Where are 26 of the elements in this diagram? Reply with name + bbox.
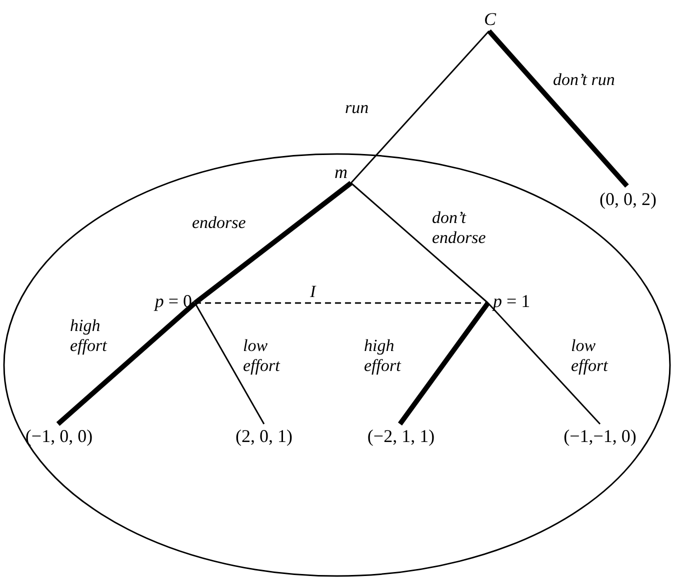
decision-node-label: m xyxy=(330,162,352,182)
edge-label: endorse xyxy=(192,213,247,234)
branch-line xyxy=(350,182,488,304)
branch-line xyxy=(56,301,197,426)
payoff-label: (−2, 1, 1) xyxy=(354,425,448,447)
edge-label: run xyxy=(345,98,370,118)
branch-line xyxy=(487,29,629,188)
edge-label: low effort xyxy=(243,336,282,377)
information-set-line xyxy=(195,302,488,304)
payoff-label: (0, 0, 2) xyxy=(584,188,672,210)
branch-line xyxy=(194,302,265,424)
payoff-label: (2, 0, 1) xyxy=(220,425,308,447)
edge-label: I xyxy=(310,282,318,302)
edge-label: don’t endorse xyxy=(432,208,487,249)
payoff-label: (−1, 0, 0) xyxy=(14,425,104,447)
edge-label: high effort xyxy=(364,336,402,377)
information-set-ellipse xyxy=(3,153,671,577)
edge-label: don’t run xyxy=(553,70,616,90)
branch-line xyxy=(398,302,490,426)
branch-line xyxy=(193,181,353,305)
branch-line xyxy=(487,302,601,424)
decision-node-label: C xyxy=(480,8,500,30)
edge-label: high effort xyxy=(70,316,108,357)
branch-line xyxy=(350,30,490,184)
edge-label: low effort xyxy=(571,336,610,377)
payoff-label: (−1,−1, 0) xyxy=(548,425,652,447)
